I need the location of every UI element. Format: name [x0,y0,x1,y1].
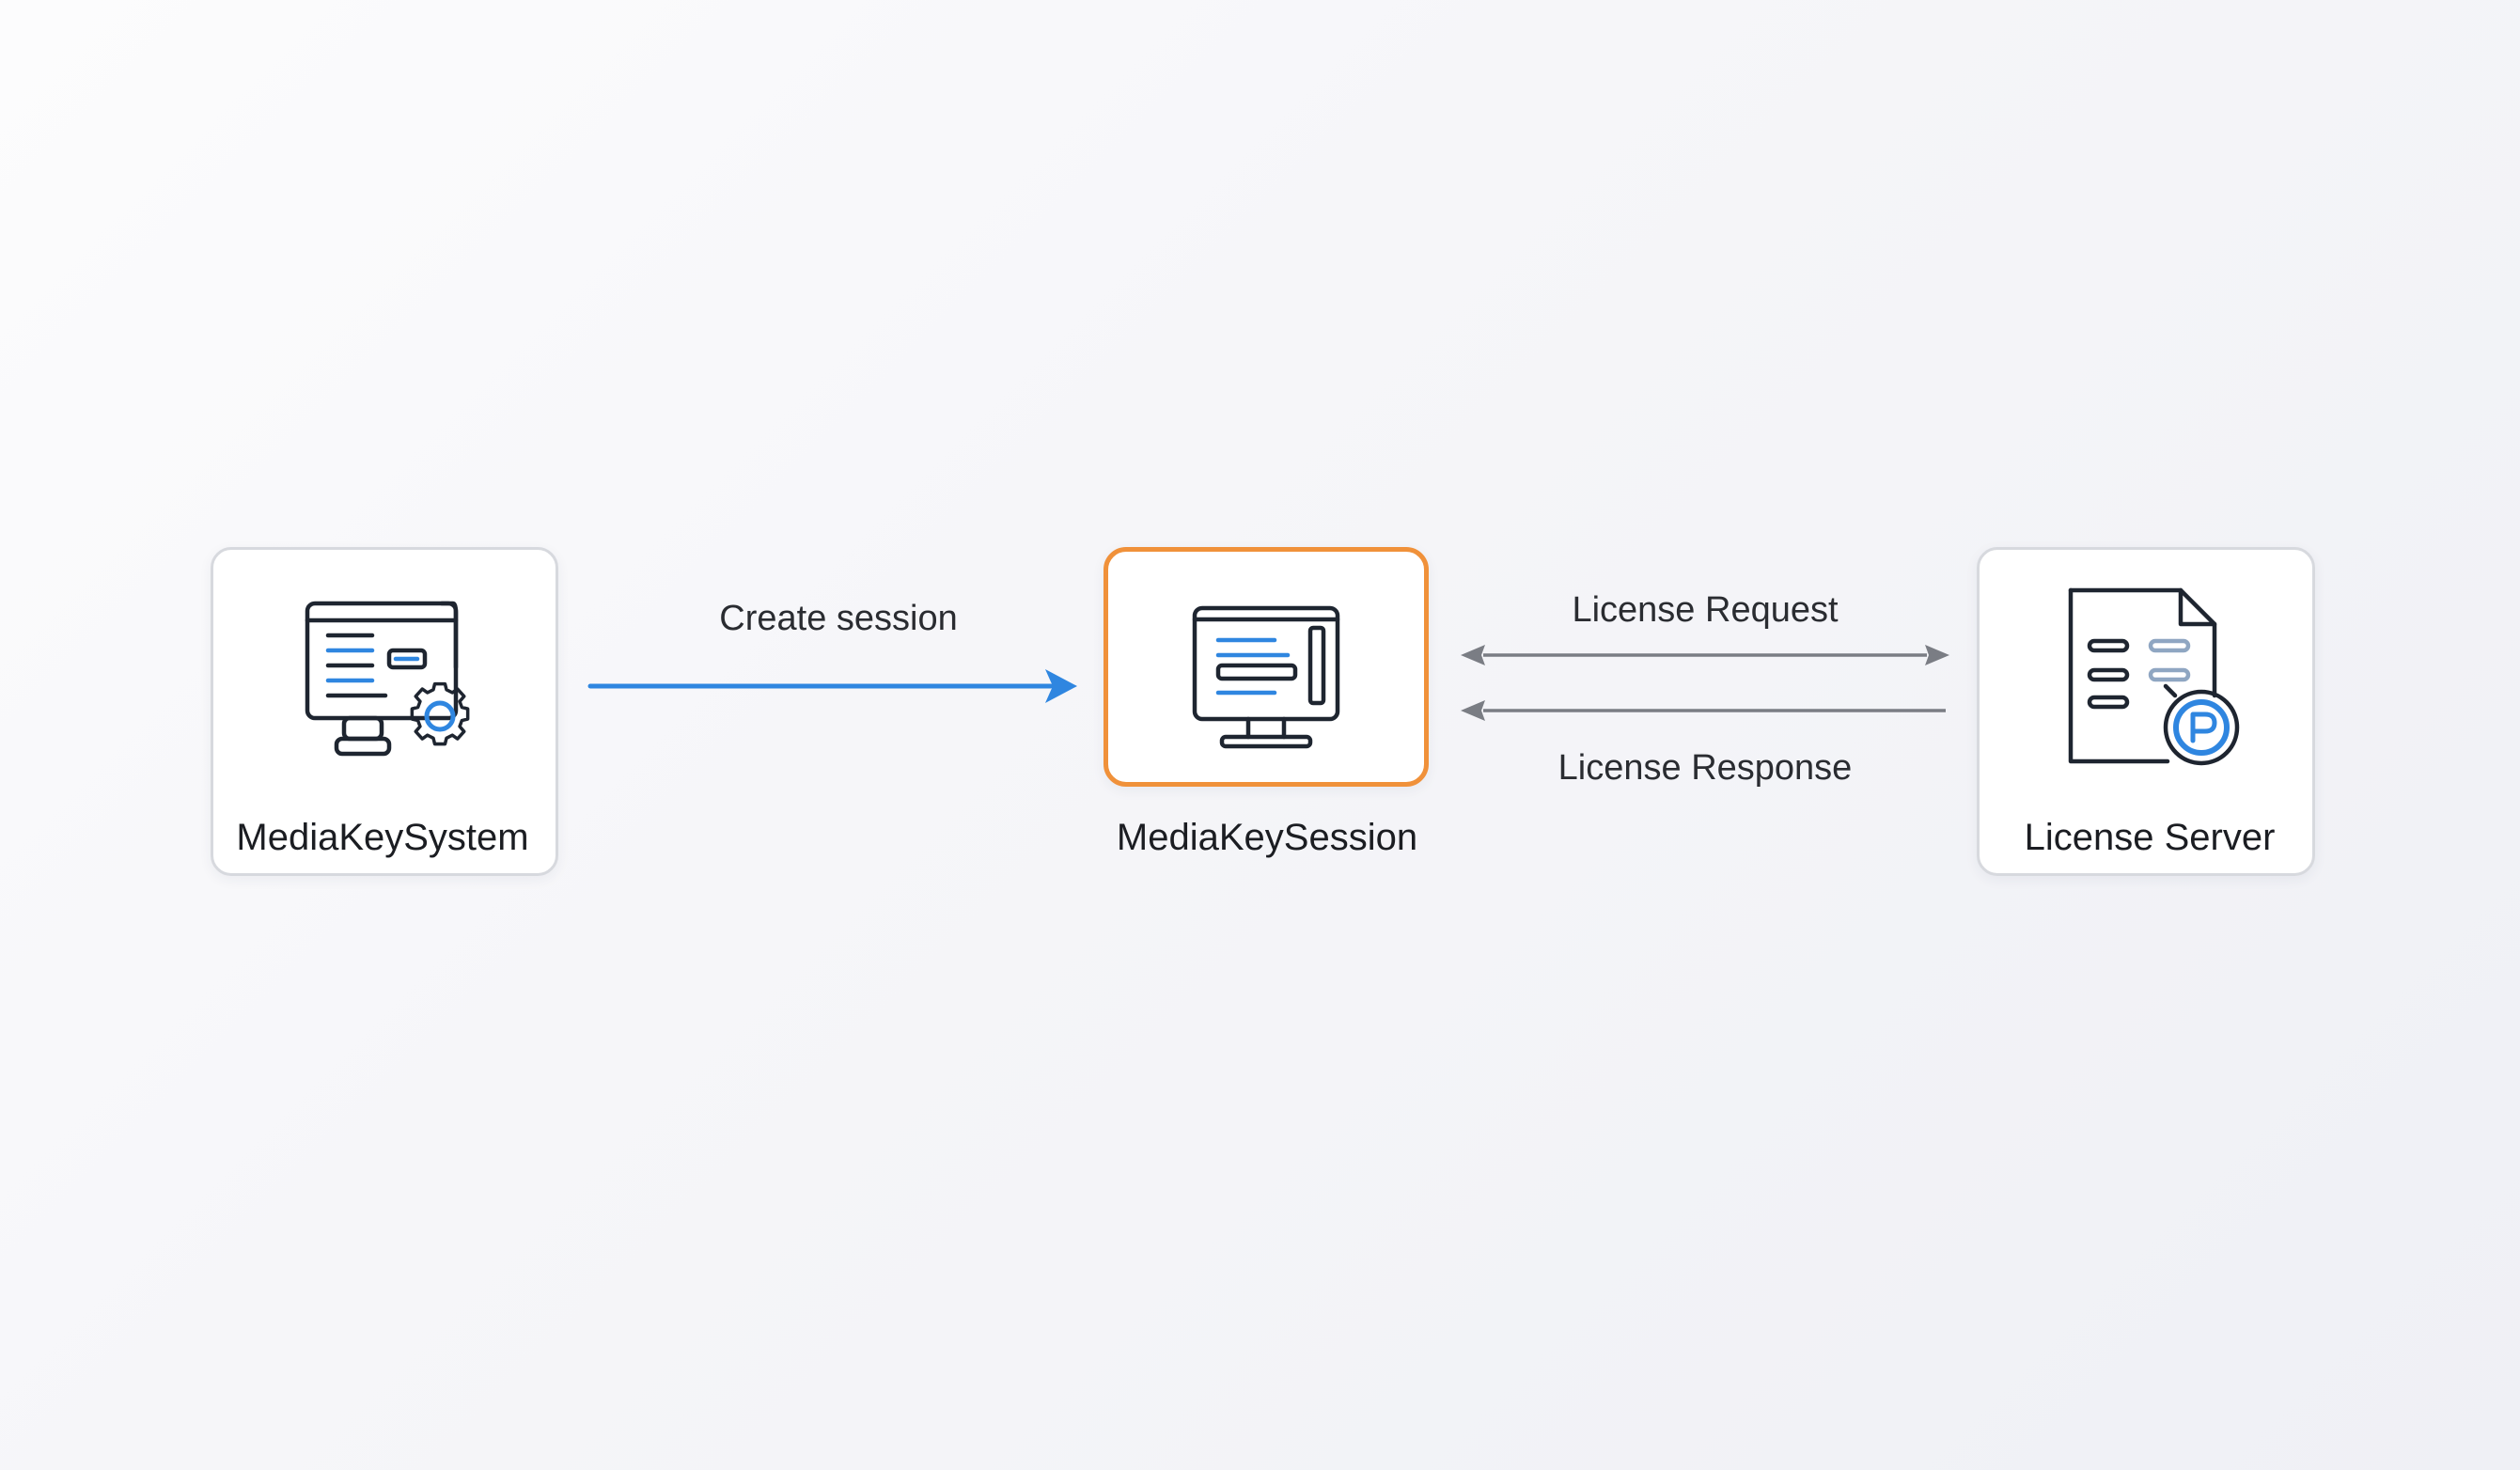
mediakeysession-label: MediaKeySession [1116,817,1418,858]
create-session-label: Create session [719,599,958,638]
mediakeysystem-label: MediaKeySystem [236,817,529,858]
license-server-node [1977,547,2315,876]
license-request-arrow [1461,645,1949,665]
monitor-icon [1192,605,1340,749]
license-response-label: License Response [1557,748,1853,788]
document-badge-icon [2068,587,2240,766]
license-response-arrow [1461,700,1946,721]
license-request-label: License Request [1572,590,1839,630]
create-session-arrow [587,669,1077,703]
license-server-label: License Server [2024,817,2276,858]
computer-gear-icon [305,601,470,757]
